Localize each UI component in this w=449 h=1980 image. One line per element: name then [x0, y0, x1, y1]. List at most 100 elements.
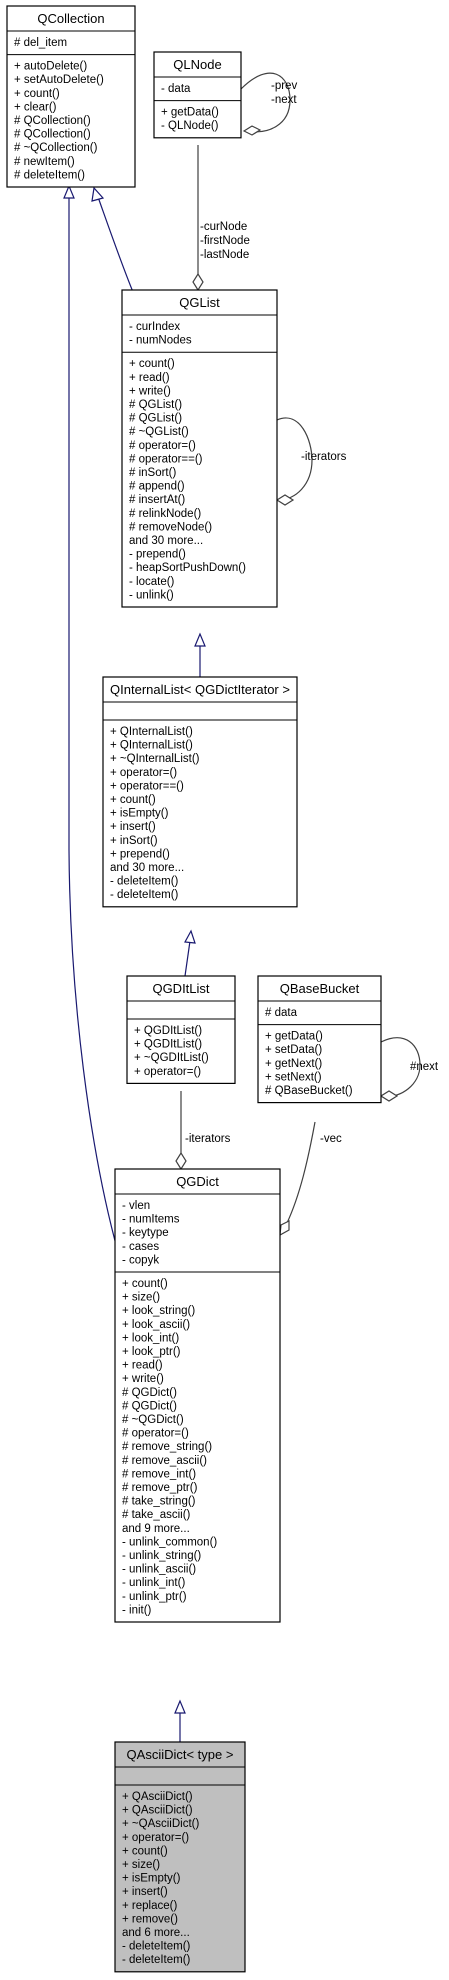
edge-qbasebucket-qgdict [286, 1121, 316, 1224]
class-method: + remove() [122, 1913, 178, 1925]
class-method: and 30 more... [129, 535, 203, 547]
edge-qgditlist-inherits-qinternallist [184, 940, 191, 977]
class-method: + look_int() [122, 1332, 179, 1344]
class-method: + count() [14, 88, 60, 100]
class-method: + QInternalList() [110, 726, 193, 738]
class-method: + insert() [122, 1886, 168, 1898]
inheritance-arrow [194, 632, 206, 647]
edge-label-next: #next [410, 1061, 439, 1073]
class-attribute: # data [265, 1007, 298, 1019]
edge-qbasebucket-self [380, 1037, 421, 1097]
aggregation-diamond [175, 1151, 187, 1171]
class-box [102, 676, 298, 908]
edge-label-iterators: -iterators [185, 1133, 231, 1145]
class-method: + count() [110, 794, 156, 806]
class-method: + write() [129, 385, 171, 397]
edge-qlnode-self [240, 72, 291, 133]
class-name: QInternalList< QGDictIterator > [110, 682, 290, 697]
class-method: - deleteItem() [110, 876, 179, 888]
class-method: + write() [122, 1373, 164, 1385]
class-method: + operator==() [110, 780, 184, 792]
class-method: # take_ascii() [122, 1509, 191, 1521]
class-method: + ~QGDItList() [134, 1052, 209, 1064]
class-box [121, 289, 278, 608]
class-method: # QBaseBucket() [265, 1085, 353, 1097]
class-method: + inSort() [110, 835, 158, 847]
aggregation-diamond [242, 125, 262, 136]
edge-qglist-self [276, 417, 313, 501]
inheritance-arrow [91, 186, 105, 202]
class-method: # removeNode() [129, 521, 212, 533]
class-method: + prepend() [110, 848, 170, 860]
class-node-qlnode: QLNode- data+ getData()- QLNode() [153, 51, 242, 139]
class-method: + look_ascii() [122, 1319, 190, 1331]
class-method: + operator=() [110, 767, 177, 779]
class-method: + read() [129, 372, 170, 384]
class-method: - prepend() [129, 549, 186, 561]
class-method: # remove_ptr() [122, 1482, 198, 1494]
class-method: - unlink_int() [122, 1577, 185, 1589]
edge-label-vec: -vec [320, 1133, 342, 1145]
class-method: - deleteItem() [122, 1941, 191, 1953]
edge-qgdict-inherits-qcollection [68, 196, 119, 1253]
class-node-qglist: QGList- curIndex- numNodes+ count()+ rea… [121, 289, 278, 608]
class-method: # remove_int() [122, 1468, 196, 1480]
class-method: # deleteItem() [14, 169, 85, 181]
inheritance-arrow [63, 184, 75, 199]
class-attribute: - numItems [122, 1214, 180, 1226]
class-method: # remove_ascii() [122, 1455, 207, 1467]
class-method: + autoDelete() [14, 61, 87, 73]
class-method: - unlink_ptr() [122, 1591, 187, 1603]
aggregation-diamond [279, 1220, 290, 1237]
class-method: # operator=() [122, 1428, 189, 1440]
class-attribute: - keytype [122, 1227, 169, 1239]
class-method: # take_string() [122, 1496, 196, 1508]
class-method: # remove_string() [122, 1441, 212, 1453]
class-method: + ~QAsciiDict() [122, 1818, 199, 1830]
class-method: # ~QGDict() [122, 1414, 184, 1426]
class-method: + insert() [110, 821, 156, 833]
class-method: + operator=() [134, 1066, 201, 1078]
edge-label-next: -next [271, 94, 297, 106]
class-name: QGDItList [152, 981, 209, 996]
class-method: + getNext() [265, 1058, 322, 1070]
class-attribute: - vlen [122, 1200, 150, 1212]
class-method: and 9 more... [122, 1523, 190, 1535]
class-method: - unlink_ascii() [122, 1564, 196, 1576]
class-method: # QCollection() [14, 129, 91, 141]
edge-label-firstnode: -firstNode [200, 235, 250, 247]
class-box [114, 1741, 246, 1973]
class-method: + getData() [161, 107, 219, 119]
class-node-qasciidict: QAsciiDict< type >+ QAsciiDict()+ QAscii… [114, 1741, 246, 1973]
class-method: + setAutoDelete() [14, 74, 104, 86]
class-name: QGList [179, 295, 220, 310]
class-method: + isEmpty() [122, 1873, 181, 1885]
class-attribute: - curIndex [129, 321, 180, 333]
class-method: + size() [122, 1859, 160, 1871]
class-method: - unlink_common() [122, 1536, 217, 1548]
class-method: + clear() [14, 101, 57, 113]
class-method: + count() [122, 1845, 168, 1857]
class-method: + size() [122, 1292, 160, 1304]
class-method: + ~QInternalList() [110, 753, 200, 765]
class-method: + QInternalList() [110, 740, 193, 752]
edge-label-iterators: -iterators [301, 451, 347, 463]
class-method: + QAsciiDict() [122, 1805, 193, 1817]
class-attribute: # del_item [14, 37, 67, 49]
class-method: # append() [129, 481, 185, 493]
class-node-qinternallist: QInternalList< QGDictIterator > + QIntern… [102, 676, 298, 908]
class-method: and 6 more... [122, 1927, 190, 1939]
edges: -prev -next -curNode -firstNode -lastNod… [63, 72, 439, 1742]
class-method: + replace() [122, 1900, 177, 1912]
class-box [126, 975, 236, 1085]
class-method: - unlink_string() [122, 1550, 201, 1562]
class-method: + count() [129, 358, 175, 370]
class-method: - unlink() [129, 589, 174, 601]
class-method: + setNext() [265, 1071, 322, 1083]
class-method: + read() [122, 1360, 163, 1372]
class-method: + look_ptr() [122, 1346, 181, 1358]
class-method: # QGList() [129, 399, 182, 411]
class-method: + QGDItList() [134, 1039, 202, 1051]
class-node-qgditlist: QGDItList+ QGDItList()+ QGDItList()+ ~QG… [126, 975, 236, 1085]
class-node-qgdict: QGDict- vlen- numItems- keytype- cases- … [114, 1168, 281, 1623]
